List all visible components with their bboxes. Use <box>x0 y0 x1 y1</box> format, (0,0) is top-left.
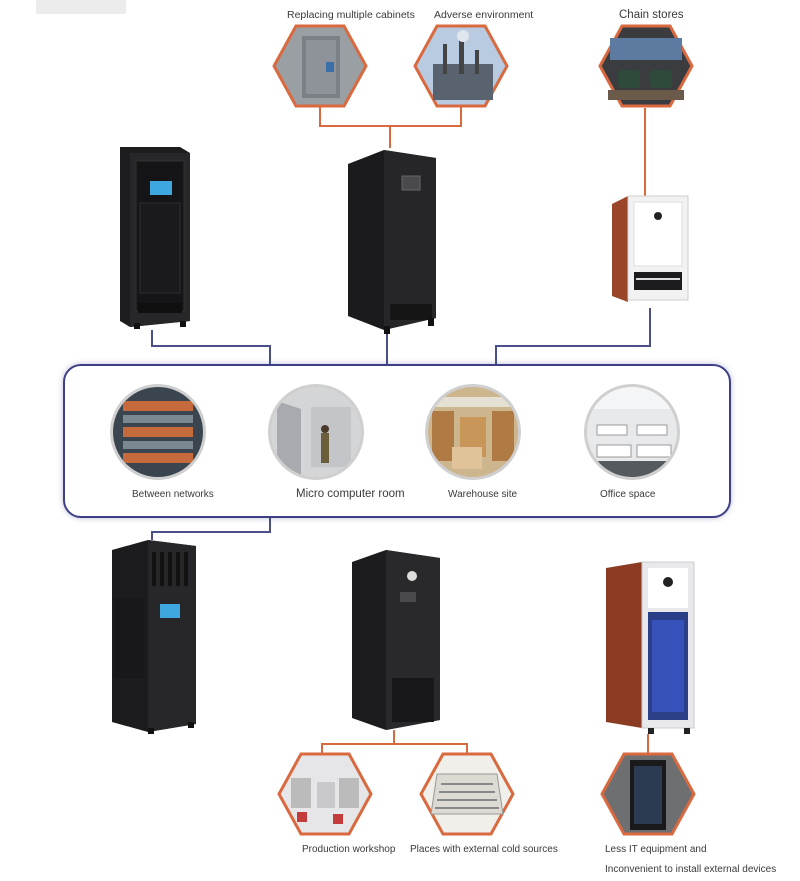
label-warehouse-site: Warehouse site <box>448 489 518 500</box>
label-external-cold-sources: Places with external cold sources <box>410 844 558 855</box>
warehouse-image <box>425 384 521 480</box>
label-office-space: Office space <box>600 489 656 500</box>
label-less-it-equipment: Less IT equipment and <box>605 844 707 855</box>
blurred-logo <box>36 0 126 14</box>
label-inconvenient-external-devices: Inconvenient to install external devices <box>605 864 777 875</box>
cabinet-with-cooling-top <box>112 540 196 734</box>
cabinet-with-top-duct <box>352 550 440 730</box>
rack-cabinet-center <box>348 150 436 334</box>
workshop-image <box>277 752 373 836</box>
refinery-image <box>413 24 509 108</box>
cabinet-image <box>272 24 368 108</box>
label-chain-stores: Chain stores <box>619 9 684 21</box>
label-between-networks: Between networks <box>132 489 214 500</box>
micro-room-image <box>268 384 364 480</box>
cold-source-image <box>419 752 515 836</box>
store-image <box>598 24 694 108</box>
wall-mount-unit <box>612 195 689 302</box>
application-scenarios-panel <box>63 364 731 518</box>
office-image <box>584 384 680 480</box>
wood-cabinet-with-glass <box>606 561 695 734</box>
label-micro-computer-room: Micro computer room <box>296 488 405 500</box>
label-adverse-environment: Adverse environment <box>434 9 534 21</box>
label-production-workshop: Production workshop <box>302 844 396 855</box>
rack-cabinet-left <box>120 147 190 329</box>
small-cabinet-image <box>600 752 696 836</box>
network-rack-image <box>110 384 206 480</box>
label-replacing-cabinets: Replacing multiple cabinets <box>287 9 415 21</box>
